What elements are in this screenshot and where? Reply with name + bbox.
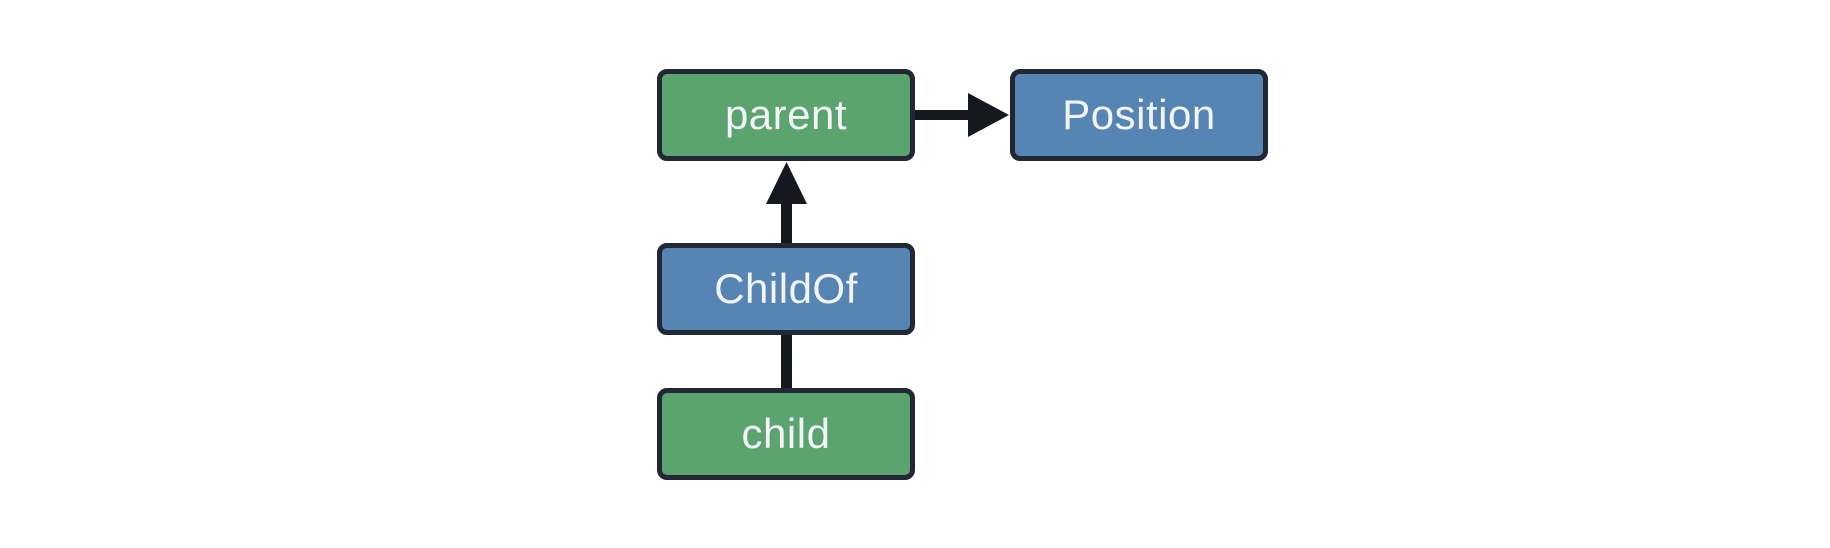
- node-parent-label: parent: [724, 91, 848, 138]
- edge-parent-position-shaft: [913, 110, 971, 120]
- node-position-label: Position: [1062, 91, 1216, 138]
- node-childof-label: ChildOf: [714, 265, 858, 312]
- node-child-label: child: [741, 410, 831, 457]
- node-position: Position: [1010, 69, 1268, 161]
- edge-parent-position-arrowhead-icon: [968, 93, 1009, 137]
- node-parent: parent: [657, 69, 915, 161]
- edge-child-to-childof: [781, 333, 792, 389]
- edge-childof-parent-shaft: [781, 202, 792, 244]
- node-child: child: [657, 388, 915, 480]
- edge-childof-parent-arrowhead-icon: [766, 162, 807, 204]
- edge-child-childof-shaft: [781, 333, 792, 389]
- edge-parent-to-position: [913, 93, 1009, 137]
- edge-childof-to-parent: [766, 162, 807, 244]
- node-childof: ChildOf: [657, 243, 915, 335]
